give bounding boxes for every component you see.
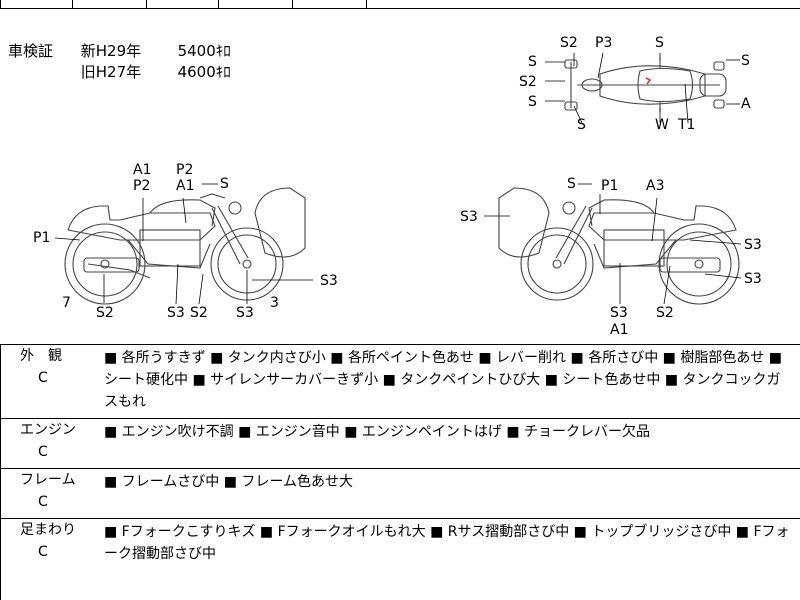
condition-text: ■ エンジン吹け不調 ■ エンジン音中 ■ エンジンペイントはげ ■ チョークレ… (88, 418, 800, 469)
label-left-p1: P1 (33, 230, 50, 246)
strip-divider (292, 0, 293, 8)
condition-text: ■ フレームさび中 ■ フレーム色あせ大 (88, 468, 800, 519)
label-right-s3: S3 (744, 237, 762, 253)
condition-category: 外 観 (20, 348, 62, 364)
label-left-7: 7 (62, 295, 71, 311)
condition-text: ■ Fフォークこすりキズ ■ Fフォークオイルもれ大 ■ Rサス摺動部さび中 ■… (88, 518, 800, 589)
strip-divider (366, 0, 367, 8)
strip-divider (146, 0, 147, 8)
label-right-a1: A1 (610, 322, 628, 338)
label-top-t1: T1 (677, 117, 695, 133)
motorcycle-diagrams-svg: S2 P3 S S S S2 S A S W T1 A1 P2 P2 A1 S … (33, 35, 762, 338)
label-top-s2: S2 (560, 35, 578, 51)
label-top-s2: S2 (519, 74, 537, 90)
label-right-s2: S2 (656, 305, 674, 321)
label-right-s3: S3 (744, 271, 762, 287)
condition-row-suspension: 足まわり C ■ Fフォークこすりキズ ■ Fフォークオイルもれ大 ■ Rサス摺動… (0, 518, 800, 589)
label-left-p2: P2 (176, 162, 193, 178)
label-left-s2: S2 (96, 305, 114, 321)
label-top-s: S (577, 117, 586, 133)
diagram-labels: S2 P3 S S S S2 S A S W T1 A1 P2 P2 A1 S … (33, 35, 762, 338)
registration-label: 車検証 (8, 42, 54, 60)
strip-divider (0, 0, 1, 8)
condition-category: フレーム (20, 472, 76, 488)
label-left-a1: A1 (133, 162, 151, 178)
condition-row-engine: エンジン C ■ エンジン吹け不調 ■ エンジン音中 ■ エンジンペイントはげ ■… (0, 418, 800, 469)
inspection-diagram: 車検証 新H29年 5400ｷﾛ 旧H27年 4600ｷﾛ (0, 8, 800, 344)
label-left-3: 3 (270, 295, 279, 311)
strip-divider (72, 0, 73, 8)
registration-weight: 4600ｷﾛ (177, 63, 231, 81)
label-top-s: S (528, 94, 537, 110)
label-top-a: A (741, 96, 751, 112)
registration-info: 車検証 新H29年 5400ｷﾛ 旧H27年 4600ｷﾛ (8, 41, 231, 83)
label-right-a3: A3 (646, 178, 664, 194)
condition-text: ■ 各所うすきず ■ タンク内さび小 ■ 各所ペイント色あせ ■ レバー削れ ■… (88, 344, 800, 419)
condition-row-exterior: 外 観 C ■ 各所うすきず ■ タンク内さび小 ■ 各所ペイント色あせ ■ レバ… (0, 344, 800, 419)
label-left-p2: P2 (133, 178, 150, 194)
label-left-s3: S3 (320, 273, 338, 289)
condition-grade: C (38, 444, 48, 460)
condition-grade: C (38, 544, 48, 560)
top-view-motorcycle-icon (564, 58, 727, 112)
condition-category: エンジン (20, 422, 76, 438)
registration-era: 新H29年 (80, 42, 142, 60)
top-table-strip (0, 0, 800, 9)
label-right-p1: P1 (601, 178, 618, 194)
label-top-p3: P3 (595, 35, 612, 51)
condition-table: 外 観 C ■ 各所うすきず ■ タンク内さび小 ■ 各所ペイント色あせ ■ レバ… (0, 344, 800, 589)
registration-weight: 5400ｷﾛ (177, 42, 231, 60)
label-left-a1: A1 (176, 178, 194, 194)
left-side-motorcycle-icon (64, 187, 306, 305)
label-top-s: S (741, 53, 750, 69)
condition-grade: C (38, 494, 48, 510)
label-top-w: W (655, 117, 669, 133)
registration-row-new: 車検証 新H29年 5400ｷﾛ (8, 41, 231, 62)
condition-row-frame: フレーム C ■ フレームさび中 ■ フレーム色あせ大 (0, 468, 800, 519)
label-top-s: S (528, 54, 537, 70)
label-right-s: S (567, 176, 576, 192)
strip-divider (218, 0, 219, 8)
label-right-s3: S3 (610, 305, 628, 321)
label-left-s3: S3 (167, 305, 185, 321)
condition-category: 足まわり (20, 522, 76, 538)
label-right-s3: S3 (460, 209, 478, 225)
right-side-motorcycle-icon (498, 187, 740, 305)
label-top-s: S (655, 35, 664, 51)
condition-grade: C (38, 370, 48, 386)
label-left-s3: S3 (236, 305, 254, 321)
label-left-s: S (220, 176, 229, 192)
registration-row-old: 旧H27年 4600ｷﾛ (8, 62, 231, 83)
label-left-s2: S2 (190, 305, 208, 321)
registration-era: 旧H27年 (80, 63, 142, 81)
